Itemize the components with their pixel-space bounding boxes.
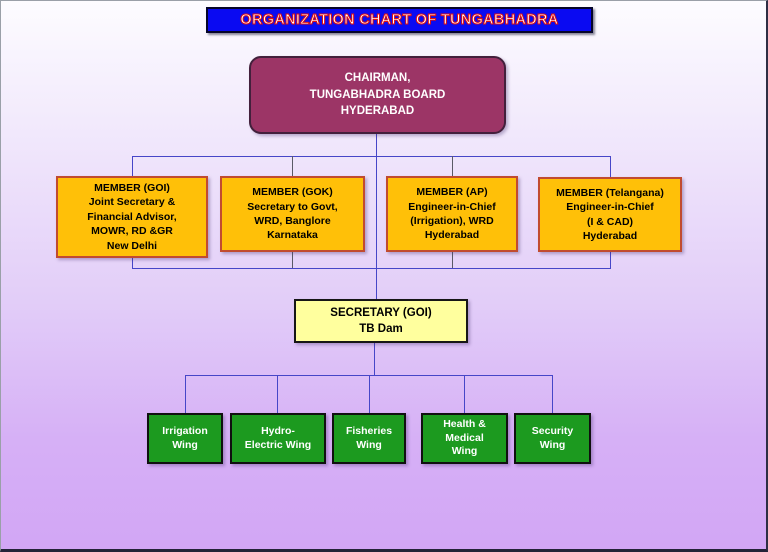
wing-box-health-medical: Health & Medical Wing xyxy=(421,413,508,464)
connector-wing4-drop xyxy=(464,375,465,413)
connector-member1-top-stub xyxy=(132,156,133,176)
connector-secretary-spine xyxy=(374,343,375,375)
connector-wing1-drop xyxy=(185,375,186,413)
connector-wing-rail xyxy=(185,375,552,376)
connector-member4-top-stub xyxy=(610,156,611,177)
member-box-gok: MEMBER (GOK) Secretary to Govt, WRD, Ban… xyxy=(220,176,365,252)
member-box-ap: MEMBER (AP) Engineer-in-Chief (Irrigatio… xyxy=(386,176,518,252)
title-banner: ORGANIZATION CHART OF TUNGABHADRA xyxy=(206,7,593,33)
connector-mid-rail xyxy=(132,268,611,269)
connector-member3-top-stub xyxy=(452,156,453,176)
member-box-telangana: MEMBER (Telangana) Engineer-in-Chief (I … xyxy=(538,177,682,252)
wing-box-security: Security Wing xyxy=(514,413,591,464)
connector-member3-bottom-stub xyxy=(452,252,453,268)
connector-wing2-drop xyxy=(277,375,278,413)
wing-box-irrigation: Irrigation Wing xyxy=(147,413,223,464)
page-title: ORGANIZATION CHART OF TUNGABHADRA xyxy=(240,12,559,29)
connector-wing3-drop xyxy=(369,375,370,413)
wing-box-fisheries: Fisheries Wing xyxy=(332,413,406,464)
connector-wing5-drop xyxy=(552,375,553,413)
secretary-box: SECRETARY (GOI) TB Dam xyxy=(294,299,468,343)
connector-member1-bottom-stub xyxy=(132,258,133,268)
member-box-goi: MEMBER (GOI) Joint Secretary & Financial… xyxy=(56,176,208,258)
connector-chairman-spine xyxy=(376,134,377,299)
wing-box-hydro-electric: Hydro- Electric Wing xyxy=(230,413,326,464)
connector-member2-bottom-stub xyxy=(292,252,293,268)
connector-member4-bottom-stub xyxy=(610,252,611,268)
chairman-box: CHAIRMAN, TUNGABHADRA BOARD HYDERABAD xyxy=(249,56,506,134)
connector-member2-top-stub xyxy=(292,156,293,176)
connector-top-rail xyxy=(132,156,611,157)
